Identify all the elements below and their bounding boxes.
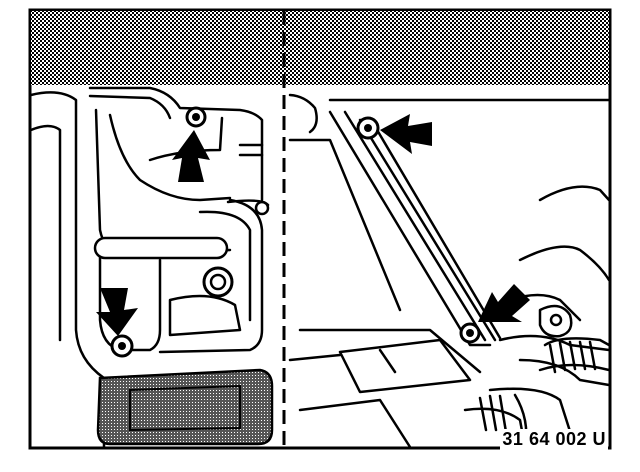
bolt-lower-right — [459, 322, 481, 344]
reference-code: 31 64 002 U — [500, 429, 608, 450]
left-panel — [29, 86, 270, 449]
bolt-upper-right — [356, 116, 380, 140]
callout-arrow-upper-right — [380, 114, 432, 154]
roof-band — [31, 11, 609, 85]
bolt-lower-left — [110, 334, 134, 358]
callout-arrow-lower-right — [478, 284, 530, 322]
callout-arrow-upper-left — [172, 130, 210, 182]
callout-arrow-lower-left — [96, 288, 138, 336]
bolt-middle-left — [202, 266, 234, 298]
bolt-upper-left — [185, 106, 207, 128]
seat-block — [96, 368, 274, 446]
right-panel — [288, 93, 611, 449]
